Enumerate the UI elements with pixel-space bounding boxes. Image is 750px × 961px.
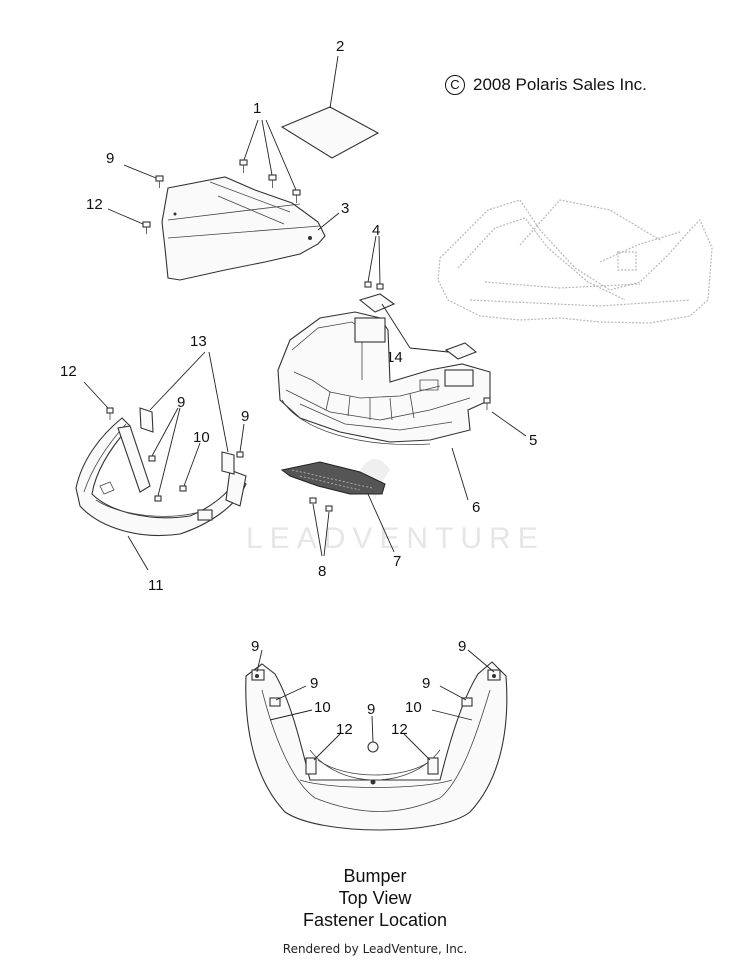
caption-line-3: Fastener Location	[302, 910, 448, 930]
screw-4b	[376, 283, 384, 290]
callout-13: 13	[190, 333, 207, 350]
topview-callout-9-inner-left: 9	[310, 675, 318, 692]
fastener-10	[179, 485, 187, 492]
watermark-text: LEADVENTURE	[246, 522, 545, 555]
callout-9-bumper-left: 9	[177, 394, 185, 411]
part-2-decal	[280, 106, 380, 159]
part-6-front-tub	[277, 311, 491, 445]
part-14-decal-b	[444, 342, 478, 360]
part-14-decal-a	[358, 293, 396, 313]
part-7-grille	[280, 461, 386, 495]
copyright-icon: C	[445, 75, 465, 95]
screw-8a	[309, 497, 317, 504]
part-11-bumper	[75, 417, 247, 537]
topview-callout-10-left: 10	[314, 699, 331, 716]
callout-10: 10	[193, 429, 210, 446]
callout-3: 3	[341, 200, 349, 217]
callout-11: 11	[148, 577, 164, 594]
callout-12-bumper: 12	[60, 363, 77, 380]
caption-line-2: Top View	[338, 888, 412, 908]
part-13-decal-a	[139, 407, 154, 433]
callout-9-top: 9	[106, 150, 114, 167]
callout-12-top: 12	[86, 196, 103, 213]
callout-1: 1	[253, 100, 261, 117]
topview-callout-12-left: 12	[336, 721, 353, 738]
part-3-panel	[161, 176, 326, 281]
copyright-text: 2008 Polaris Sales Inc.	[473, 75, 647, 94]
topview-callout-9-right: 9	[458, 638, 466, 655]
topview-callout-10-right: 10	[405, 699, 422, 716]
caption-line-1: Bumper	[343, 866, 407, 886]
callout-9-bumper-right: 9	[241, 408, 249, 425]
screw-5	[483, 397, 491, 404]
screw-9-panel	[155, 175, 164, 182]
callout-8: 8	[318, 563, 326, 580]
callout-14: 14	[386, 349, 403, 366]
copyright-notice: C 2008 Polaris Sales Inc.	[445, 75, 647, 95]
callout-7: 7	[393, 553, 401, 570]
screw-12-panel	[142, 221, 151, 228]
screw-12-bumper	[106, 407, 114, 414]
screw-4a	[364, 281, 372, 288]
footer-credit: Rendered by LeadVenture, Inc.	[282, 942, 468, 956]
topview-callout-9-center: 9	[367, 701, 375, 718]
bumper-top-view	[245, 661, 508, 831]
callout-4: 4	[372, 222, 380, 239]
part-1-screws	[239, 119, 301, 203]
frame-reference	[437, 199, 713, 324]
topview-callout-12-right: 12	[391, 721, 408, 738]
part-13-decal-b	[221, 451, 235, 475]
callout-2: 2	[336, 38, 344, 55]
topview-callout-9-left: 9	[251, 638, 259, 655]
topview-callout-9-inner-right: 9	[422, 675, 430, 692]
callout-5: 5	[529, 432, 537, 449]
screw-8b	[325, 505, 333, 512]
callout-6: 6	[472, 499, 480, 516]
